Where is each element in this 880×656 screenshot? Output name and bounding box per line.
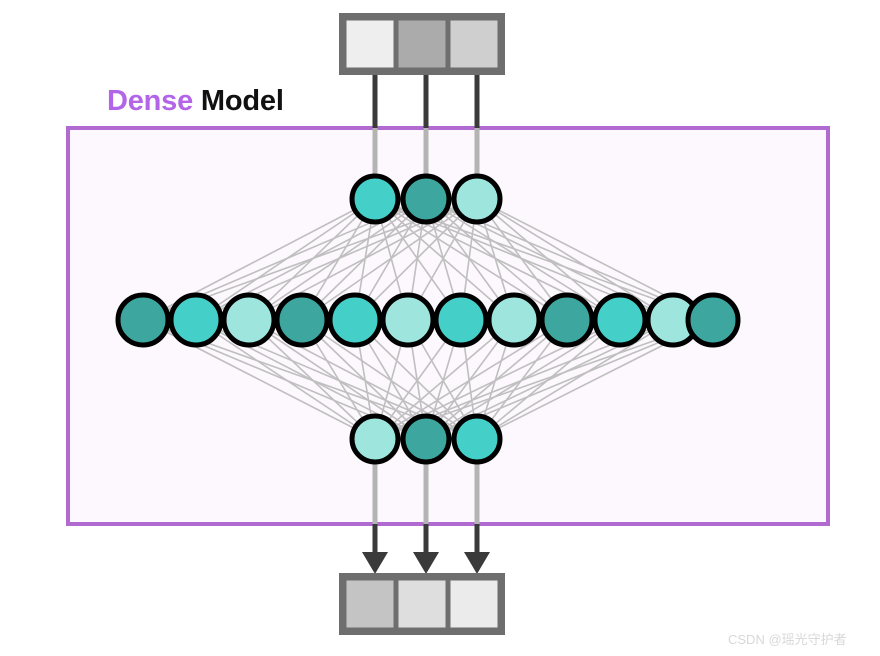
connection-edge bbox=[374, 319, 568, 440]
neuron-node[interactable] bbox=[168, 292, 224, 348]
connection-edge bbox=[374, 198, 515, 321]
input-token-cell bbox=[341, 15, 399, 73]
neuron-node[interactable] bbox=[400, 173, 452, 225]
neuron-node[interactable] bbox=[400, 413, 452, 465]
neuron-node[interactable] bbox=[451, 413, 503, 465]
neuron-node[interactable] bbox=[592, 292, 648, 348]
neuron-node[interactable] bbox=[685, 292, 741, 348]
connection-edge bbox=[354, 319, 478, 440]
neuron-nodes-layer bbox=[115, 173, 741, 465]
connection-edge bbox=[301, 319, 478, 440]
connection-edge bbox=[425, 198, 568, 321]
connection-edge bbox=[425, 198, 621, 321]
connection-edge bbox=[248, 319, 427, 440]
connection-edge bbox=[476, 198, 621, 321]
connection-edge bbox=[374, 198, 568, 321]
connection-edge bbox=[301, 198, 478, 321]
connection-edge bbox=[476, 319, 674, 440]
output-token-cell bbox=[445, 575, 503, 633]
neuron-node[interactable] bbox=[349, 173, 401, 225]
neuron-node[interactable] bbox=[274, 292, 330, 348]
neuron-node[interactable] bbox=[451, 173, 503, 225]
neuron-node[interactable] bbox=[433, 292, 489, 348]
connection-edge bbox=[476, 198, 674, 321]
connection-edge bbox=[354, 198, 478, 321]
title-keyword: Dense bbox=[107, 85, 194, 117]
neuron-node[interactable] bbox=[380, 292, 436, 348]
input-token-cell bbox=[393, 15, 451, 73]
neuron-node[interactable] bbox=[539, 292, 595, 348]
watermark-text: CSDN @瑶光守护者 bbox=[728, 632, 847, 647]
stems-layer bbox=[362, 72, 490, 574]
output-token-cell bbox=[393, 575, 451, 633]
output-arrowhead bbox=[464, 552, 490, 574]
neuron-node[interactable] bbox=[327, 292, 383, 348]
neuron-node[interactable] bbox=[115, 292, 171, 348]
page-title: Dense Model bbox=[107, 85, 284, 118]
input-token-cell bbox=[445, 15, 503, 73]
output-token-cell bbox=[341, 575, 399, 633]
connection-edge bbox=[301, 319, 427, 440]
connection-edge bbox=[248, 319, 376, 440]
connection-edge bbox=[374, 319, 515, 440]
connection-edge bbox=[195, 319, 376, 440]
neuron-node[interactable] bbox=[486, 292, 542, 348]
output-arrowhead bbox=[413, 552, 439, 574]
output-arrowhead bbox=[362, 552, 388, 574]
title-rest: Model bbox=[193, 85, 284, 117]
neuron-node[interactable] bbox=[221, 292, 277, 348]
neuron-node[interactable] bbox=[349, 413, 401, 465]
token-strips-layer bbox=[339, 13, 505, 635]
